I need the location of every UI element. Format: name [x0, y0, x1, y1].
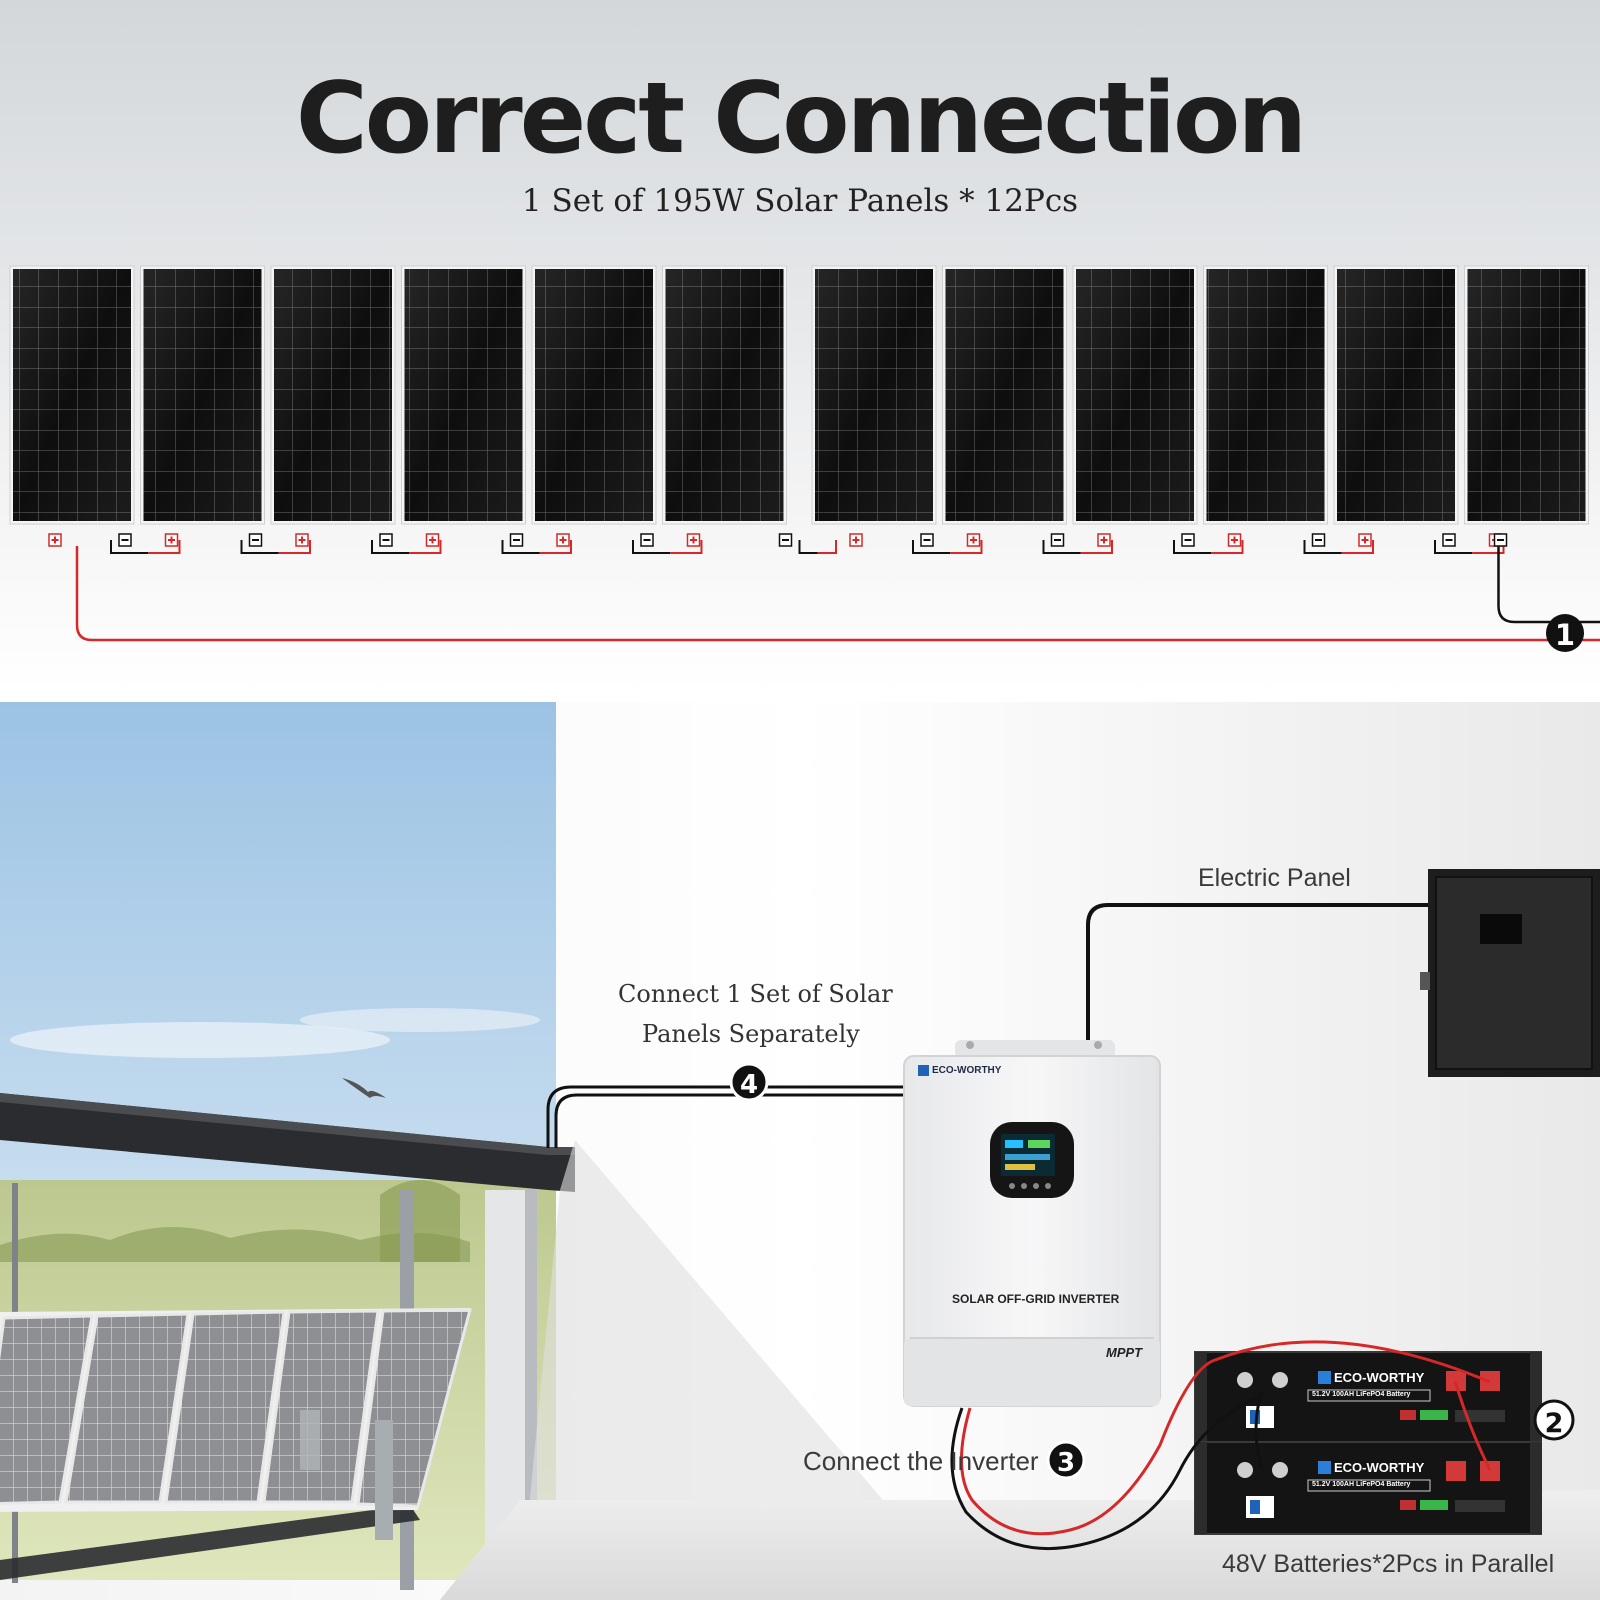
battery-upper-brand: ECO-WORTHY	[1334, 1370, 1425, 1385]
solar-input-wire	[546, 1085, 905, 1148]
step-3-badge: 3	[1046, 1440, 1086, 1480]
negative-terminal-icon	[1050, 533, 1065, 547]
grid-output-wire	[1086, 903, 1430, 1058]
negative-terminal-icon	[920, 533, 934, 547]
inverter-mppt-badge: MPPT	[1106, 1345, 1143, 1360]
step-1-number: 1	[1555, 618, 1575, 652]
solar-panel	[270, 265, 396, 525]
inverter-connect-label: Connect the Inverter	[803, 1446, 1039, 1476]
step-4-number: 4	[740, 1070, 758, 1100]
positive-terminal-icon	[556, 533, 570, 547]
battery-upper-spec: 51.2V 100AH LiFePO4 Battery	[1312, 1391, 1411, 1398]
solar-connect-label-line2: Panels Separately	[642, 1020, 860, 1048]
battery-stack	[1194, 1351, 1542, 1535]
positive-terminal-icon	[686, 533, 701, 547]
positive-terminal-icon	[1358, 533, 1372, 547]
negative-terminal-icon	[379, 533, 393, 547]
solar-panel	[9, 265, 135, 525]
step-3-number: 3	[1057, 1448, 1075, 1478]
negative-terminal-icon	[1442, 533, 1456, 547]
step-1-badge: 1	[1546, 614, 1584, 652]
positive-terminal-icon	[1227, 533, 1242, 547]
solar-panel	[1203, 265, 1328, 525]
solar-panel	[1333, 265, 1459, 525]
negative-terminal-icon	[509, 533, 524, 547]
top-section: Correct Connection 1 Set of 195W Solar P…	[0, 0, 1600, 692]
inverter-brand: ECO-WORTHY	[932, 1065, 1002, 1076]
negative-terminal-icon	[248, 533, 263, 547]
electric-panel-box	[1420, 869, 1600, 1077]
solar-panel	[1464, 265, 1589, 525]
battery-upper	[1194, 1351, 1542, 1445]
solar-panel	[401, 265, 526, 525]
panel-terminals	[48, 533, 1508, 547]
step-2-badge: 2	[1533, 1399, 1575, 1441]
battery-lower	[1194, 1441, 1542, 1535]
positive-terminal-icon	[425, 533, 440, 547]
negative-terminal-icon	[1181, 533, 1195, 547]
inverter-unit	[903, 1040, 1161, 1407]
string-wiring	[75, 540, 1600, 642]
solar-panel	[1072, 265, 1198, 525]
negative-terminal-icon	[1493, 533, 1508, 547]
page-subtitle: 1 Set of 195W Solar Panels * 12Pcs	[521, 183, 1079, 219]
positive-terminal-icon	[164, 533, 179, 547]
section-divider	[0, 692, 1600, 702]
battery-wiring	[950, 1340, 1492, 1551]
battery-lower-brand: ECO-WORTHY	[1334, 1460, 1425, 1475]
step-4-badge: 4	[729, 1062, 769, 1102]
bird-icon	[342, 1078, 386, 1098]
battery-lower-spec: 51.2V 100AH LiFePO4 Battery	[1312, 1481, 1411, 1488]
positive-terminal-icon	[295, 533, 309, 547]
solar-panel	[140, 265, 265, 525]
railing-bar	[0, 1093, 575, 1192]
positive-terminal-icon	[48, 533, 62, 547]
negative-terminal-icon	[778, 533, 793, 547]
negative-terminal-icon	[1311, 533, 1326, 547]
solar-panel	[662, 265, 787, 525]
positive-terminal-icon	[966, 533, 981, 547]
batteries-label: 48V Batteries*2Pcs in Parallel	[1222, 1550, 1555, 1578]
solar-panel	[942, 265, 1067, 525]
positive-terminal-icon	[1097, 533, 1111, 547]
inverter-name: SOLAR OFF-GRID INVERTER	[952, 1292, 1120, 1306]
solar-panel-row	[9, 265, 1589, 525]
solar-panel	[531, 265, 657, 525]
step-2-number: 2	[1545, 1408, 1564, 1439]
balcony-solar-panels	[0, 1308, 472, 1540]
electric-panel-label: Electric Panel	[1198, 864, 1351, 892]
positive-terminal-icon	[849, 533, 863, 547]
page-title: Correct Connection	[295, 62, 1307, 176]
solar-panel	[811, 265, 937, 525]
panel-array-diagram: 1	[9, 265, 1600, 652]
negative-terminal-icon	[640, 533, 654, 547]
negative-terminal-icon	[118, 533, 132, 547]
solar-connect-label-line1: Connect 1 Set of Solar	[618, 980, 893, 1008]
